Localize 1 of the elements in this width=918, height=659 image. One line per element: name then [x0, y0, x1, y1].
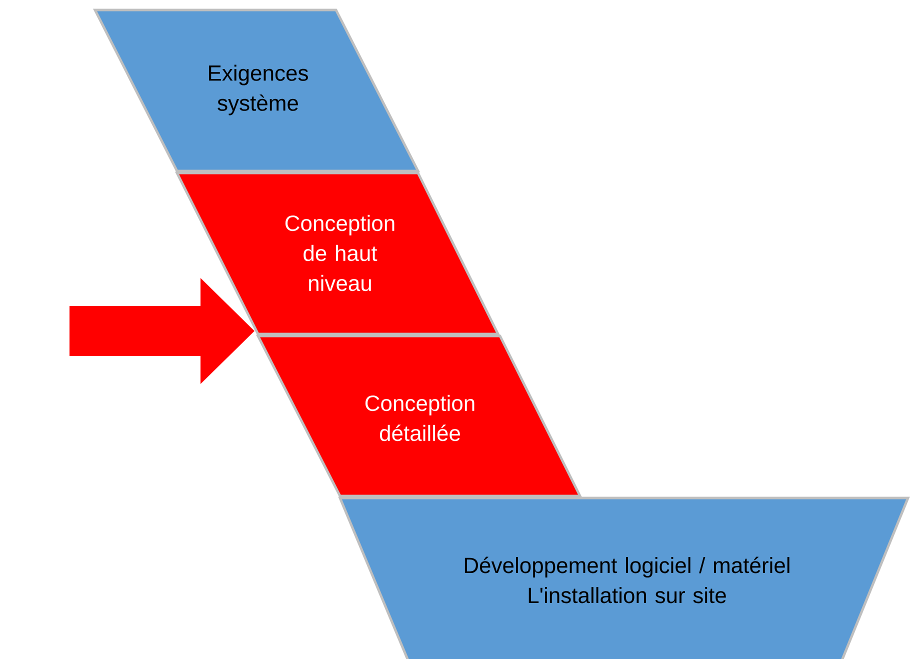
- block-arrow: [70, 278, 254, 384]
